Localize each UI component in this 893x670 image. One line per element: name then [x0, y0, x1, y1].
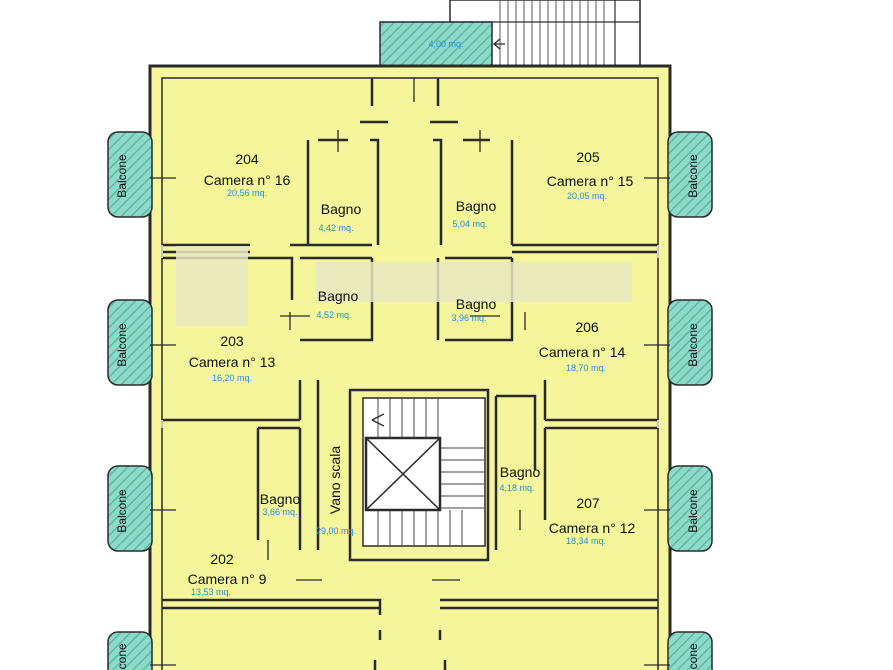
room-name: Camera n° 14	[539, 344, 626, 360]
bathroom-name: Bagno	[456, 198, 497, 214]
room-name: Camera n° 12	[549, 520, 636, 536]
room-name: Camera n° 13	[189, 354, 276, 370]
room-name: Camera n° 15	[547, 173, 634, 189]
bathroom-name: Bagno	[318, 288, 359, 304]
room-number: 203	[220, 333, 244, 349]
balcony-label: Balcone	[115, 154, 129, 198]
balcony-label: Balcone	[686, 323, 700, 367]
balcony-label: Balcone	[115, 323, 129, 367]
stairwell	[348, 388, 490, 562]
building-outline	[148, 64, 672, 670]
balcony-label: Balcone	[115, 489, 129, 533]
balcony-label: Balcone	[115, 643, 129, 670]
room-area: 20,56 mq.	[227, 188, 267, 198]
room-number: 207	[576, 495, 600, 511]
balcony	[107, 299, 153, 386]
balconies-left	[107, 131, 153, 670]
balcony	[107, 131, 153, 218]
room-area: 18,70 mq.	[566, 363, 606, 373]
room-area: 16,20 mq.	[212, 373, 252, 383]
balcony	[107, 631, 153, 670]
bathroom-area: 4,52 mq.	[316, 310, 351, 320]
bathroom-name: Bagno	[500, 464, 541, 480]
balcony	[667, 131, 713, 218]
light-walls	[161, 245, 659, 428]
bathroom-name: Bagno	[321, 201, 362, 217]
stairwell-name: Vano scala	[327, 446, 343, 514]
balcony-label: Balcone	[686, 643, 700, 670]
room-area: 13,53 mq.	[191, 587, 231, 597]
terrace-area: 4,00 mq.	[428, 39, 463, 49]
bathroom-area: 4,42 mq.	[318, 223, 353, 233]
balcony	[107, 465, 153, 552]
room-number: 205	[576, 149, 600, 165]
balcony	[667, 299, 713, 386]
room-area: 18,34 mq.	[566, 536, 606, 546]
room-number: 202	[210, 551, 234, 567]
bathroom-name: Bagno	[260, 491, 301, 507]
room-area: 20,05 mq.	[567, 191, 607, 201]
bathroom-area: 4,18 mq.	[499, 483, 534, 493]
blurred-region	[176, 246, 632, 326]
stairwell-area: 29,00 mq.	[316, 526, 356, 536]
balcony	[667, 631, 713, 670]
balcony-label: Balcone	[686, 154, 700, 198]
balcony-label: Balcone	[686, 489, 700, 533]
terrace: 4,00 mq.	[379, 21, 493, 67]
room-number: 206	[575, 319, 599, 335]
bathroom-area: 3,66 mq.	[262, 507, 297, 517]
balconies-right	[667, 131, 713, 670]
room-name: Camera n° 9	[188, 571, 267, 587]
balcony	[667, 465, 713, 552]
bathroom-name: Bagno	[456, 296, 497, 312]
bathroom-area: 3,96 mq.	[451, 313, 486, 323]
room-name: Camera n° 16	[204, 172, 291, 188]
bathroom-area: 5,04 mq.	[452, 219, 487, 229]
room-number: 204	[235, 151, 259, 167]
door-marks	[150, 78, 670, 666]
